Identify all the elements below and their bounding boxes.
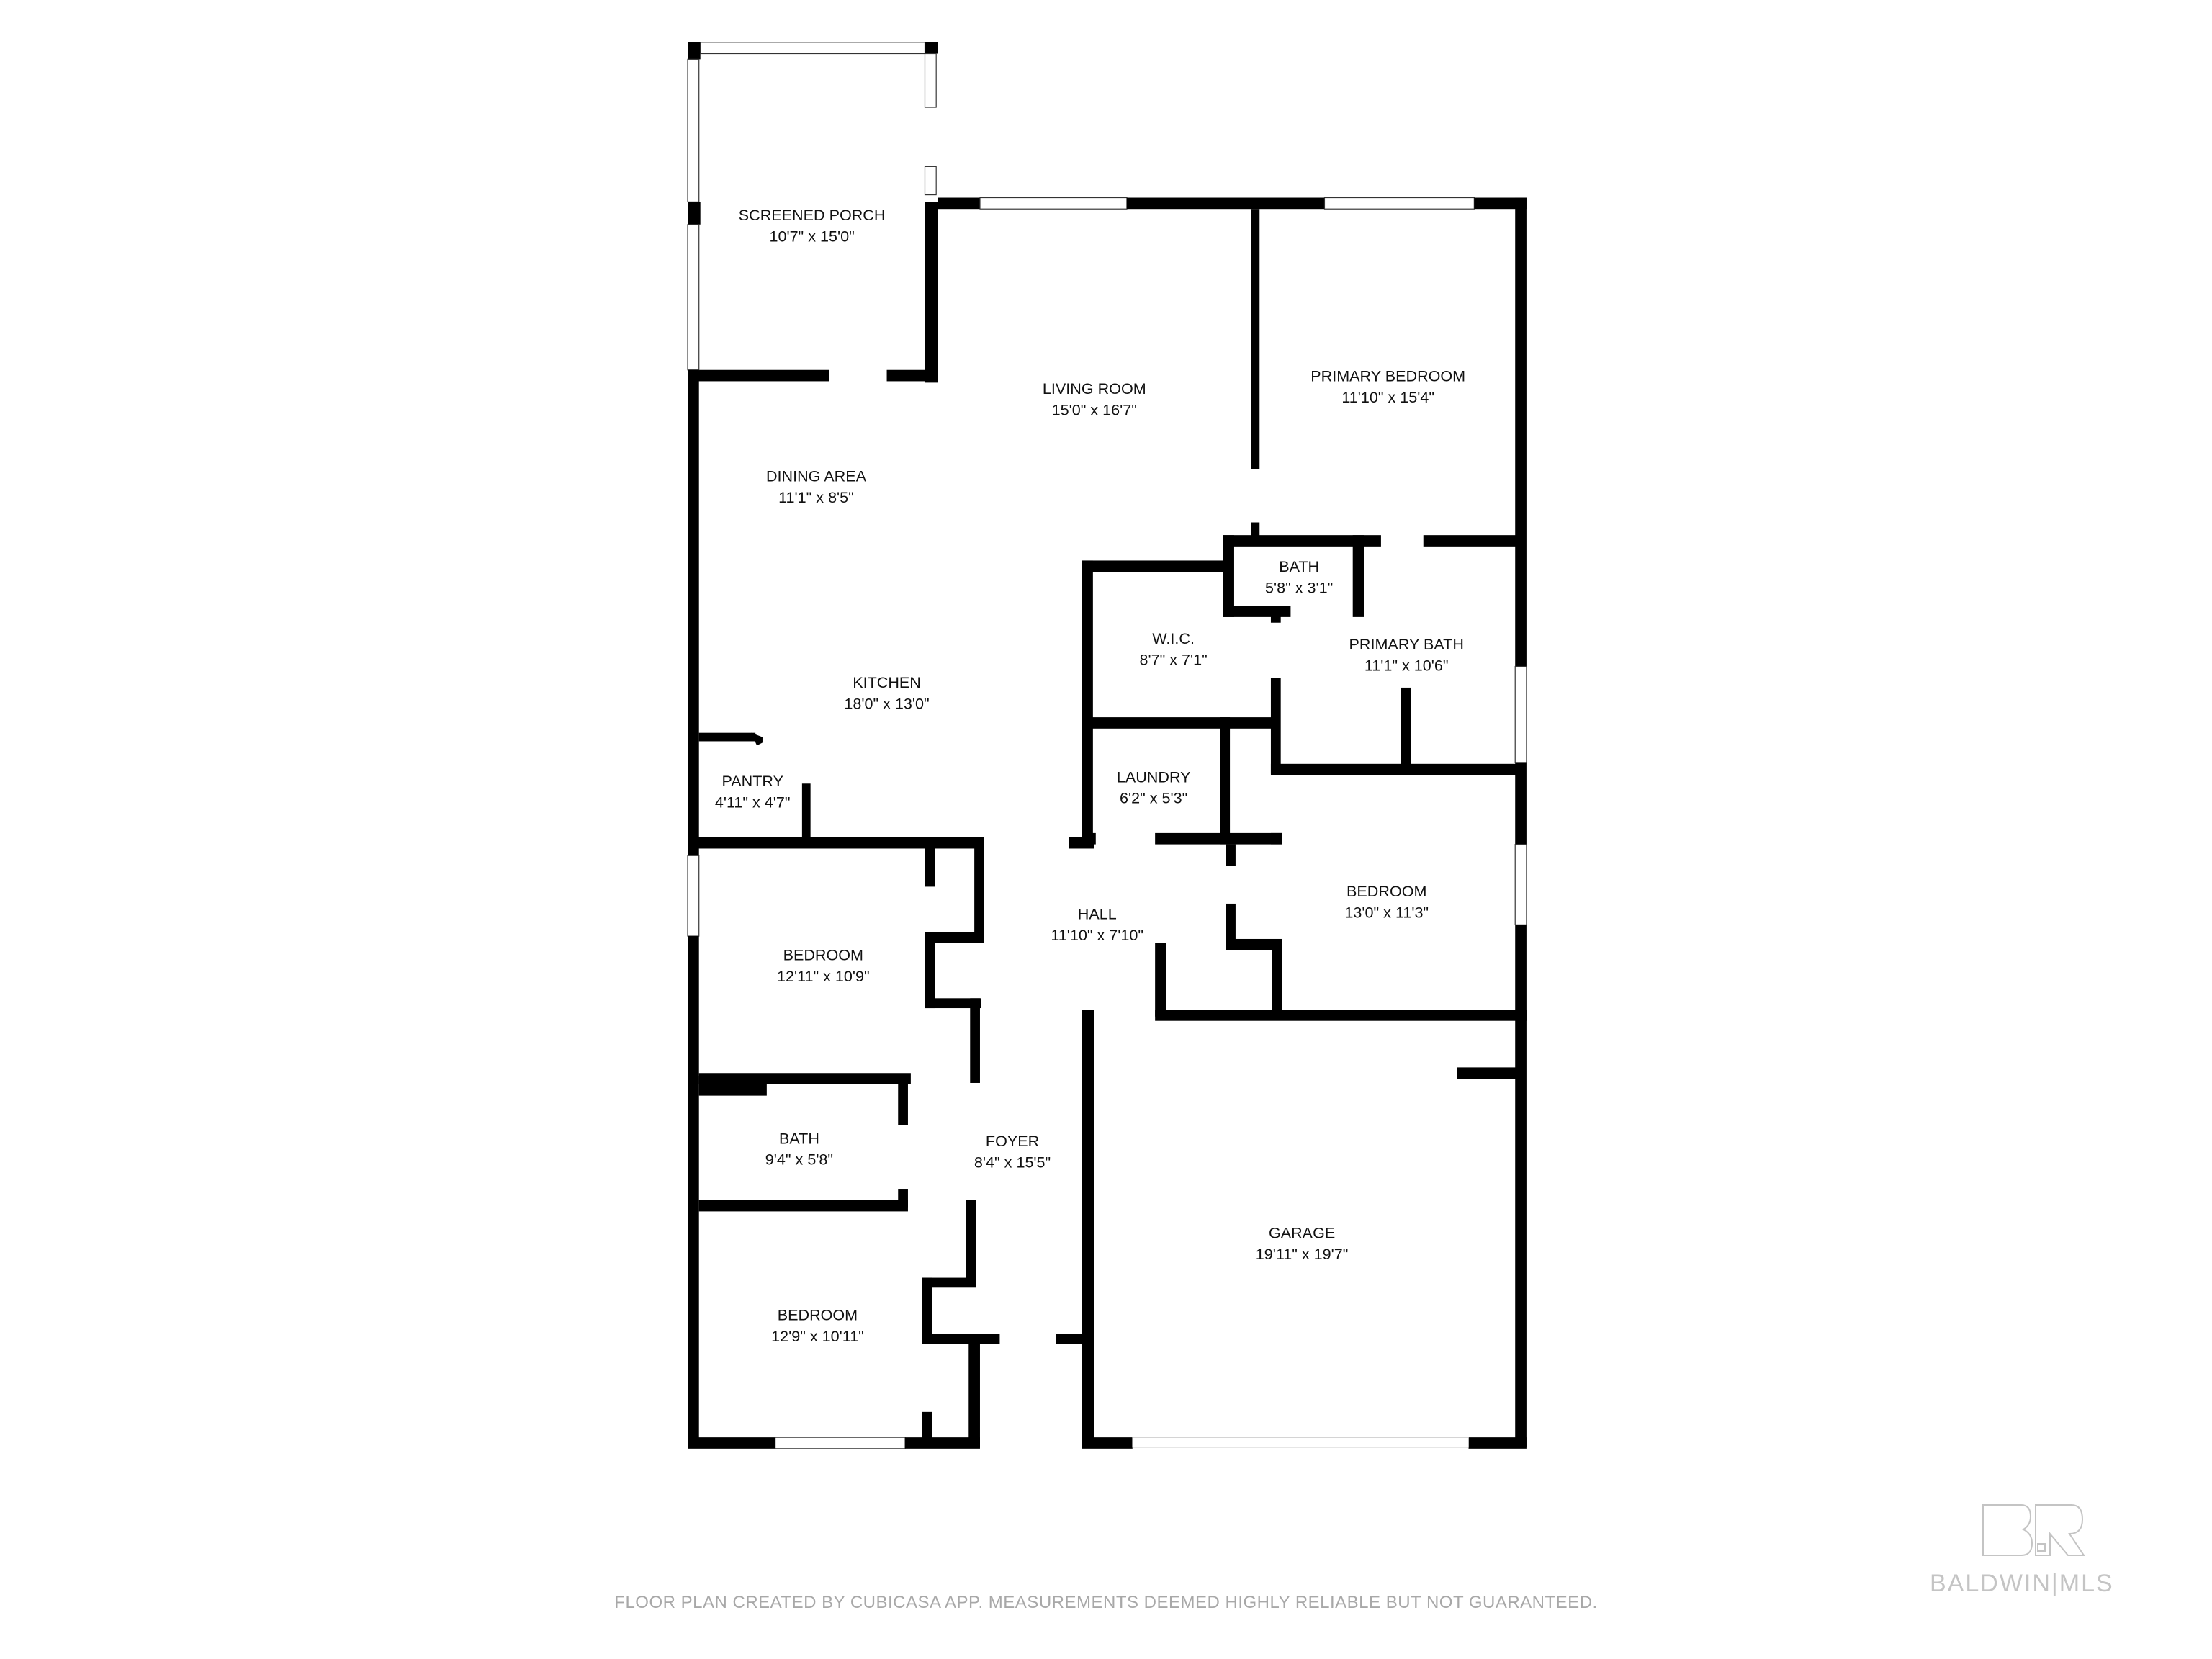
room-dining-size: 11'1" x 8'5" bbox=[778, 488, 854, 506]
room-wic-size: 8'7" x 7'1" bbox=[1139, 651, 1207, 669]
br-house-logo-icon bbox=[1982, 1504, 2085, 1556]
room-bedroom-right-size: 13'0" x 11'3" bbox=[1344, 904, 1429, 922]
room-bedroom-right-name: BEDROOM bbox=[1346, 882, 1426, 900]
room-screened-porch-size: 10'7" x 15'0" bbox=[769, 227, 854, 245]
room-garage-name: GARAGE bbox=[1269, 1224, 1335, 1242]
room-living-name: LIVING ROOM bbox=[1043, 379, 1146, 397]
room-dining-name: DINING AREA bbox=[766, 467, 867, 485]
room-screened-porch-name: SCREENED PORCH bbox=[739, 206, 886, 224]
room-primary-bath-name: PRIMARY BATH bbox=[1349, 635, 1464, 653]
room-hall-name: HALL bbox=[1078, 905, 1117, 923]
room-primary-bath-size: 11'1" x 10'6" bbox=[1364, 656, 1449, 674]
room-foyer-name: FOYER bbox=[986, 1132, 1039, 1150]
room-garage-size: 19'11" x 19'7" bbox=[1256, 1245, 1349, 1263]
room-laundry-name: LAUNDRY bbox=[1117, 768, 1191, 786]
room-laundry-size: 6'2" x 5'3" bbox=[1120, 789, 1187, 807]
room-bath-small-size: 5'8" x 3'1" bbox=[1265, 579, 1333, 597]
room-pantry-size: 4'11" x 4'7" bbox=[715, 793, 791, 811]
room-bedroom-left-size: 12'11" x 10'9" bbox=[777, 967, 870, 985]
baldwin-mls-logo: BALDWIN|MLS bbox=[1930, 1503, 2146, 1611]
room-kitchen-size: 18'0" x 13'0" bbox=[844, 694, 929, 712]
walls bbox=[687, 42, 1527, 1449]
room-bedroom-left-name: BEDROOM bbox=[783, 945, 863, 963]
room-kitchen-name: KITCHEN bbox=[853, 673, 921, 691]
room-pantry-name: PANTRY bbox=[722, 772, 783, 790]
room-bath-size: 9'4" x 5'8" bbox=[765, 1151, 833, 1169]
room-wic-name: W.I.C. bbox=[1152, 629, 1195, 647]
room-bath-small-name: BATH bbox=[1279, 557, 1319, 575]
room-primary-bedroom-name: PRIMARY BEDROOM bbox=[1310, 367, 1465, 385]
disclaimer-text: FLOOR PLAN CREATED BY CUBICASA APP. MEAS… bbox=[614, 1593, 1598, 1612]
room-bedroom-bottom-name: BEDROOM bbox=[778, 1305, 858, 1323]
room-living-size: 15'0" x 16'7" bbox=[1052, 400, 1137, 418]
room-primary-bedroom-size: 11'10" x 15'4" bbox=[1341, 388, 1434, 406]
baldwin-mls-text: BALDWIN|MLS bbox=[1930, 1570, 2114, 1597]
room-hall-size: 11'10" x 7'10" bbox=[1051, 926, 1143, 944]
room-bath-name: BATH bbox=[779, 1129, 819, 1147]
room-labels: SCREENED PORCH 10'7" x 15'0" LIVING ROOM… bbox=[715, 206, 1465, 1345]
room-foyer-size: 8'4" x 15'5" bbox=[974, 1154, 1051, 1172]
room-bedroom-bottom-size: 12'9" x 10'11" bbox=[771, 1327, 864, 1345]
